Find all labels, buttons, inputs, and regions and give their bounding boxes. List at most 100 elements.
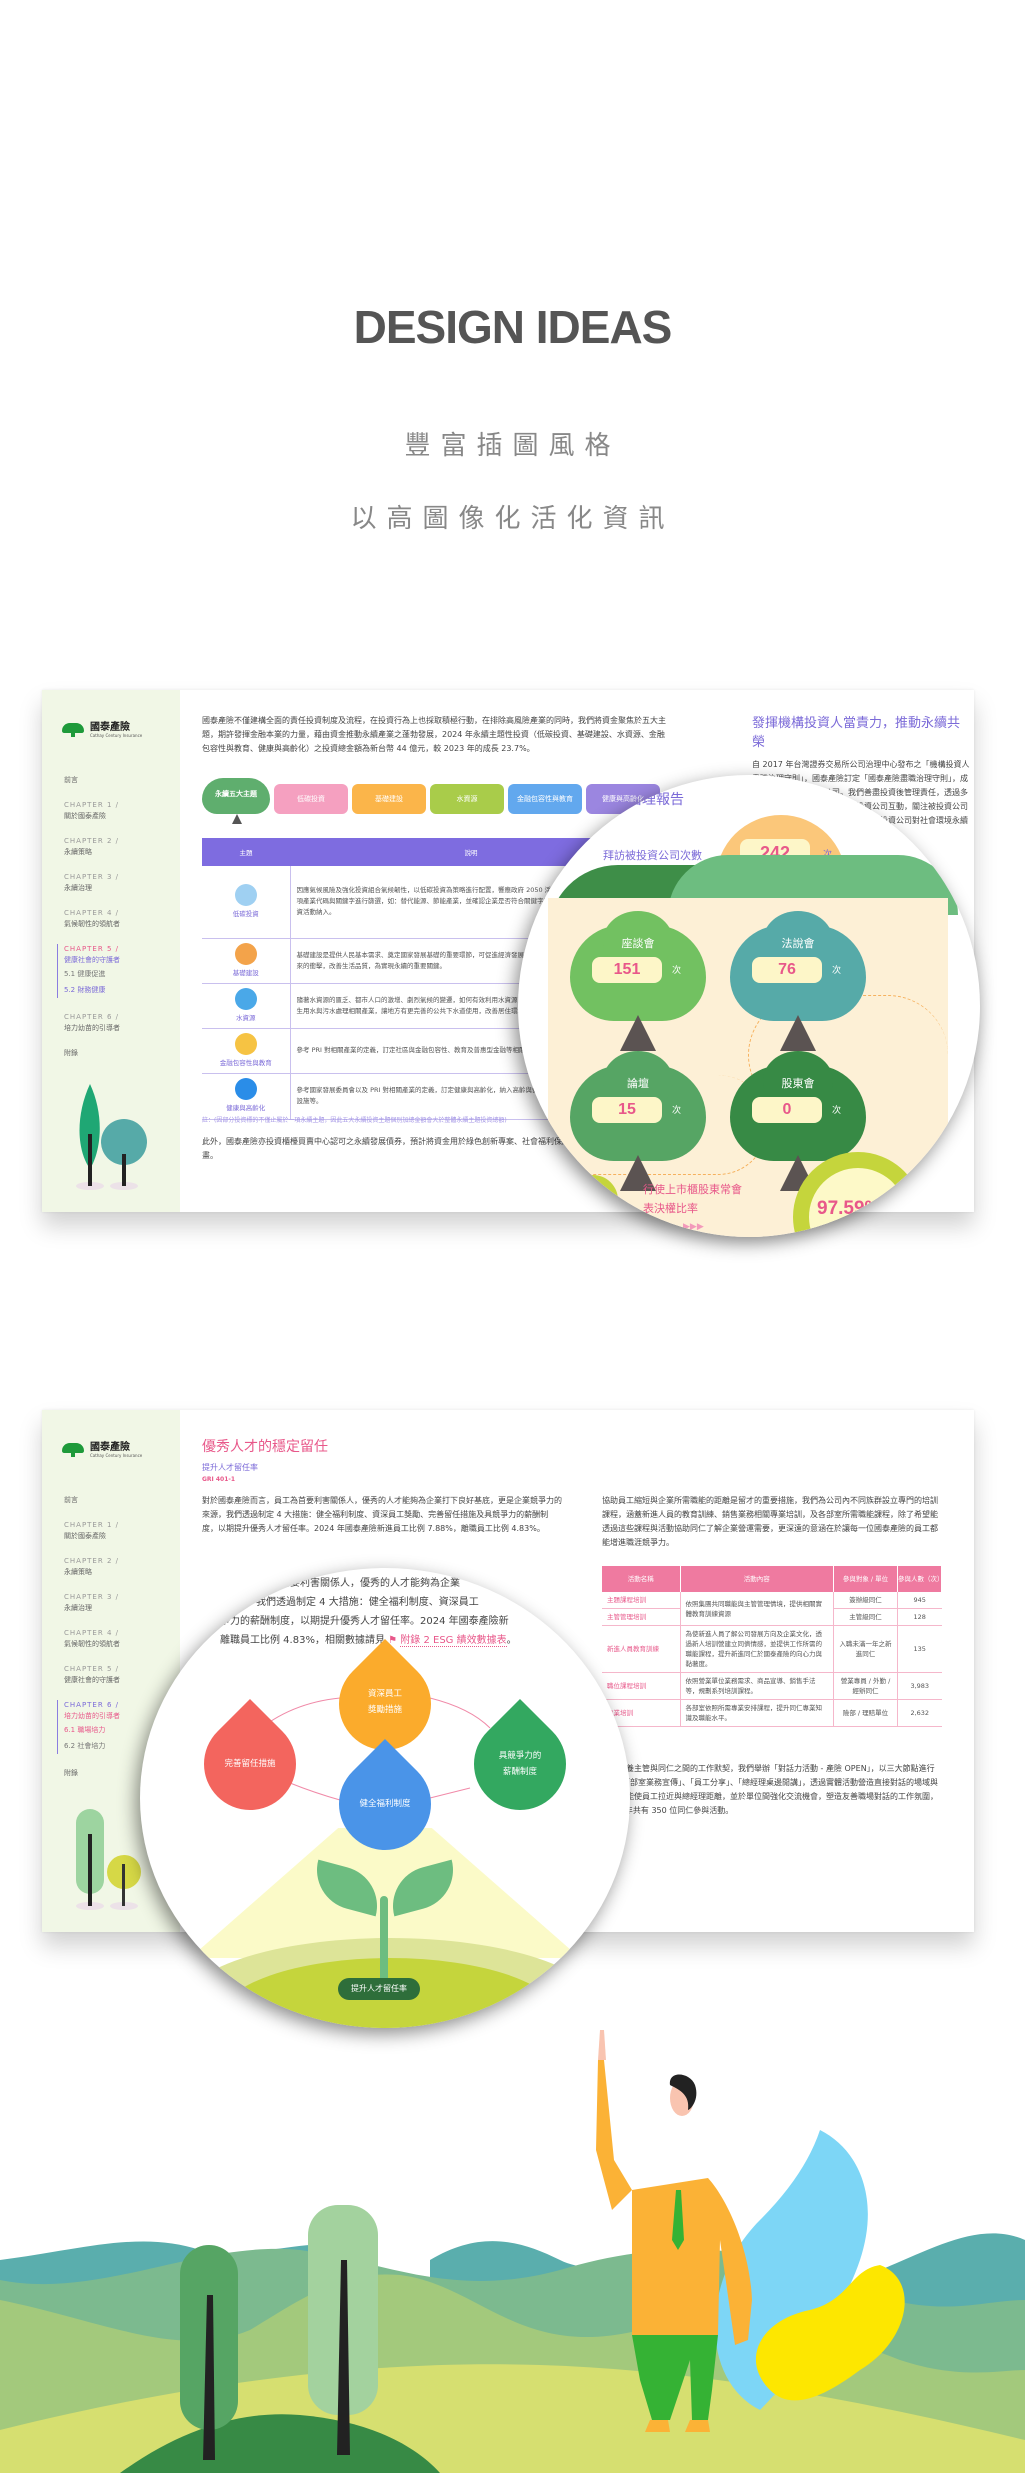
table-row: 新進人員教育訓練為使新進人員了解公司發展方向及企業文化，透過新人培訓營建立同儕情… — [602, 1625, 942, 1673]
theme-label: 基礎建設 — [232, 968, 259, 977]
theme-chip: 基礎建設 — [352, 784, 426, 814]
nav-chapter: CHAPTER 1 / — [64, 801, 119, 809]
nav-title: 永續策略 — [64, 848, 92, 856]
section-title: 優秀人才的穩定留任 — [202, 1439, 328, 1455]
nav-chapter: CHAPTER 1 / — [64, 1521, 119, 1529]
nav-subitem[interactable]: 6.1 職場培力 — [64, 1726, 106, 1734]
dialogue-paragraph: 為了培養主管與同仁之間的工作默契，我們舉辦「對話力活動 - 產險 OPEN」，以… — [602, 1764, 938, 1815]
section-subtitle: 提升人才留任率 — [202, 1463, 258, 1472]
hero-subtitle-1: 豐富插圖風格 — [404, 431, 621, 461]
tree-trunk — [337, 2260, 350, 2455]
nav-item[interactable]: CHAPTER 4 /氣候韌性的領航者 — [64, 1628, 174, 1650]
activity-target: 險部 / 理賠單位 — [833, 1699, 898, 1727]
nav-item[interactable]: CHAPTER 4 /氣候韌性的領航者 — [64, 908, 174, 930]
activity-target: 入職未滿一年之新進同仁 — [833, 1625, 898, 1673]
table-row: 專業培訓各部室依照所需專業安排課程，提升同仁專業知識及職能水平。險部 / 理賠單… — [602, 1699, 942, 1727]
vote-rate-label: 行使上市櫃股東常會 表決權比率 ▶▶▶ — [643, 1183, 742, 1232]
table-row: 職位課程培訓依照營業單位業務需求、商品宣導、銷售手法等，規劃系列培訓課程。營業專… — [602, 1672, 942, 1700]
co2-cloud-icon — [234, 883, 257, 906]
tree-logo-icon — [62, 723, 84, 737]
theme-chip: 低碳投資 — [274, 784, 348, 814]
nav-title: 培力幼苗的引導者 — [64, 1712, 120, 1720]
activity-target: 營業專員 / 外勤 / 經辦同仁 — [833, 1672, 898, 1700]
nav-item[interactable]: CHAPTER 1 / 關於國泰產險 — [64, 1520, 174, 1542]
retention-paragraph: 對於國泰產險而言，員工為首要利害關係人，優秀的人才能夠為企業打下良好基底，更是企… — [202, 1496, 562, 1533]
nav-chapter: CHAPTER 6 / — [64, 1013, 119, 1021]
person-pointing-illustration — [596, 2030, 752, 2432]
nav-item[interactable]: 附錄 — [64, 1768, 174, 1779]
nav-title: 附錄 — [64, 1049, 78, 1057]
section-heading: 發揮機構投資人當責力，推動永續共榮 — [752, 716, 961, 750]
activity-content: 依照營業單位業務需求、商品宣導、銷售手法等，規劃系列培訓課程。 — [680, 1672, 834, 1700]
nav-item[interactable]: CHAPTER 2 / 永續策略 — [64, 836, 174, 858]
activity-content: 各部室依照所需專業安排課程，提升同仁專業知識及職能水平。 — [680, 1699, 834, 1727]
vote-rate-ring: 97.59% — [793, 1152, 923, 1237]
nav-chapter: CHAPTER 5 / — [64, 945, 119, 953]
nav-item[interactable]: 前言 — [64, 1495, 174, 1506]
nav-item[interactable]: CHAPTER 2 / 永續策略 — [64, 1556, 174, 1578]
activity-count: 3,983 — [897, 1672, 942, 1700]
tree-value: 15 — [592, 1097, 662, 1123]
activity-count: 135 — [897, 1625, 942, 1673]
nav-item[interactable]: CHAPTER 6 / 培力幼苗的引導者 — [64, 1012, 174, 1034]
nav-title: 前言 — [64, 1496, 78, 1504]
blue-leaf — [715, 2130, 868, 2410]
nav-title: 永續策略 — [64, 1568, 92, 1576]
vote-rate-value: 97.59% — [817, 1198, 882, 1219]
activity-count: 2,632 — [897, 1699, 942, 1727]
tree-unit: 次 — [832, 966, 842, 976]
activity-target: 主管級同仁 — [833, 1608, 898, 1626]
main-content: 優秀人才的穩定留任 提升人才留任率 GRI 401-1 對於國泰產險而言，員工為… — [202, 1410, 974, 1932]
city-building-icon — [234, 942, 257, 965]
nav-chapter: CHAPTER 2 / — [64, 1557, 119, 1565]
table-note: 註：(因部分投資標的不僅止屬於一項永續主題，因此五大永續投資主題個別加總金額會大… — [202, 1117, 507, 1124]
sprout-stem — [380, 1896, 388, 1996]
hero-subtitle-2: 以高圖像化活化資訊 — [350, 504, 675, 534]
nav-title: 永續治理 — [64, 884, 92, 892]
nav-item[interactable]: CHAPTER 3 / 永續治理 — [64, 872, 174, 894]
nav-title: 健康社會的守護者 — [64, 1676, 120, 1684]
nav-item[interactable]: CHAPTER 3 /永續治理 — [64, 1592, 174, 1614]
nav-subitem[interactable]: 6.2 社會培力 — [64, 1742, 106, 1750]
nav-subitem[interactable]: 5.2 財務健康 — [64, 986, 106, 994]
table-header: 活動內容 — [680, 1566, 834, 1592]
magnifier-retention-diagram: 員工為首要利害關係人，優秀的人才能夠為企業 來源，我們透過制定 4 大措施：健全… — [140, 1568, 630, 2028]
tree-logo-icon — [62, 1443, 84, 1457]
magnifier-stewardship-infographic: 盡職治理報告 拜訪被投資公司次數 242 次 座談會151次法說會76次論壇15… — [518, 775, 980, 1237]
tree-trunk — [203, 2295, 215, 2460]
nav-item[interactable]: CHAPTER 5 /健康社會的守護者 — [64, 1664, 174, 1686]
age-ring-icon — [234, 1078, 257, 1100]
nav-item[interactable]: 附錄 — [64, 1048, 174, 1059]
theme-label: 低碳投資 — [232, 909, 259, 918]
table-header: 活動名稱 — [602, 1566, 681, 1592]
nav-title: 氣候韌性的領航者 — [64, 1640, 120, 1648]
activity-name: 職位課程培訓 — [602, 1672, 681, 1700]
nav-item[interactable]: 前言 — [64, 775, 174, 786]
logo-zh: 國泰產險 — [90, 1442, 130, 1453]
appendix-link[interactable]: 附錄 2 ESG 績效數據表 — [400, 1635, 507, 1647]
tree-label: 法說會 — [781, 937, 815, 950]
table-header: 主題 — [202, 838, 290, 866]
gri-code: GRI 401-1 — [202, 1476, 236, 1483]
nav-chapter: CHAPTER 2 / — [64, 837, 119, 845]
activity-name: 主題課程培訓 — [602, 1592, 681, 1609]
nav-title: 關於國泰產險 — [64, 1532, 106, 1540]
nav-subitem[interactable]: 5.1 健康促進 — [64, 970, 106, 978]
nav-title: 培力幼苗的引導者 — [64, 1024, 120, 1032]
tree-value: 151 — [592, 957, 662, 983]
nav-item[interactable]: CHAPTER 1 /關於國泰產險 — [64, 800, 174, 822]
drop-label: 具競爭力的薪酬制度 — [498, 1751, 542, 1777]
nav-chapter: CHAPTER 3 / — [64, 873, 119, 881]
tree-unit: 次 — [832, 1106, 842, 1116]
